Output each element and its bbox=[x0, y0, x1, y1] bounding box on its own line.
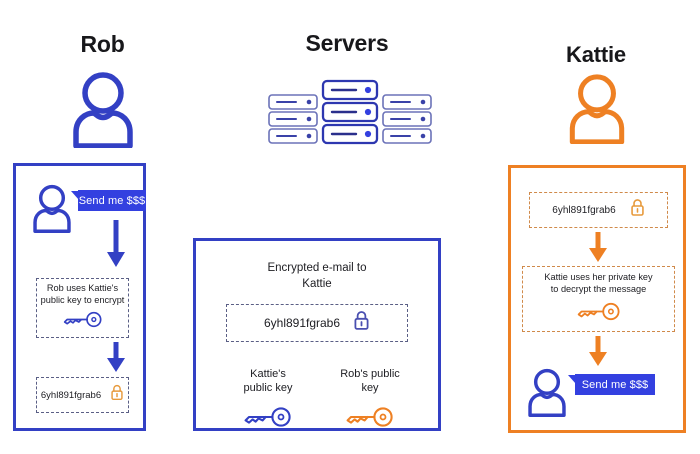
kattie-message-text: Send me $$$ bbox=[581, 378, 649, 391]
kattie-small-avatar-icon bbox=[525, 367, 569, 422]
kattie-private-key-icon bbox=[577, 302, 621, 326]
encrypted-email-heading: Encrypted e-mail to Kattie bbox=[196, 261, 438, 292]
rob-encrypt-step-box: Rob uses Kattie's public key to encrypt bbox=[36, 278, 129, 338]
kattie-arrow-1-icon bbox=[587, 232, 609, 269]
rob-step-line-1: Rob uses Kattie's bbox=[46, 283, 119, 293]
kattie-arrow-2-icon bbox=[587, 336, 609, 373]
kattie-decrypt-step-box: Kattie uses her private key to decrypt t… bbox=[522, 266, 675, 332]
rob-ciphertext-box: 6yhl891fgrab6 bbox=[36, 377, 129, 413]
kattie-step-line-1: Kattie uses her private key bbox=[544, 272, 653, 282]
rob-step-line-2: public key to encrypt bbox=[40, 294, 125, 305]
kattie-public-key-label-line-1: Kattie's bbox=[250, 368, 286, 380]
server-ciphertext: 6yhl891fgrab6 bbox=[263, 316, 341, 330]
server-mailbox-panel: Encrypted e-mail to Kattie 6yhl891fgrab6… bbox=[193, 238, 441, 431]
rob-public-key-label: Rob's public key bbox=[316, 367, 424, 396]
rob-public-key-label-line-2: key bbox=[361, 382, 379, 395]
kattie-ciphertext: 6yhl891fgrab6 bbox=[552, 204, 616, 216]
column-title-servers: Servers bbox=[305, 30, 389, 56]
kattie-public-key-label-line-2: public key bbox=[243, 382, 293, 395]
padlock-closed-icon bbox=[630, 198, 645, 222]
rob-small-avatar-icon bbox=[30, 183, 74, 238]
rob-avatar-icon bbox=[68, 70, 138, 153]
kattie-step-line-2: to decrypt the message bbox=[550, 283, 647, 294]
encrypted-email-heading-line-1: Encrypted e-mail to bbox=[267, 262, 367, 274]
rob-message-bubble: Send me $$$ bbox=[71, 190, 146, 211]
rob-arrow-1-icon bbox=[105, 220, 127, 275]
kattie-avatar-icon bbox=[565, 72, 629, 149]
kattie-public-key-icon bbox=[244, 407, 292, 432]
rob-arrow-2-icon bbox=[105, 342, 127, 379]
rob-ciphertext: 6yhl891fgrab6 bbox=[40, 389, 102, 401]
padlock-closed-icon bbox=[110, 384, 124, 406]
column-title-kattie: Kattie bbox=[566, 42, 626, 67]
kattie-public-key-icon bbox=[63, 311, 103, 333]
server-rack-icon bbox=[268, 78, 432, 148]
kattie-ciphertext-box: 6yhl891fgrab6 bbox=[529, 192, 668, 228]
padlock-closed-icon bbox=[353, 310, 370, 336]
column-title-rob: Rob bbox=[80, 31, 125, 57]
server-ciphertext-box: 6yhl891fgrab6 bbox=[226, 304, 408, 342]
kattie-message-bubble: Send me $$$ bbox=[568, 374, 655, 395]
kattie-public-key-label: Kattie's public key bbox=[218, 367, 318, 396]
kattie-panel: 6yhl891fgrab6 Kattie uses her priva bbox=[508, 165, 686, 433]
rob-public-key-label-line-1: Rob's public bbox=[340, 368, 400, 380]
encrypted-email-heading-line-2: Kattie bbox=[302, 277, 332, 290]
rob-message-text: Send me $$$ bbox=[78, 194, 146, 207]
rob-public-key-icon bbox=[346, 407, 394, 432]
rob-panel: Send me $$$ Rob uses Kattie's public key… bbox=[13, 163, 146, 431]
